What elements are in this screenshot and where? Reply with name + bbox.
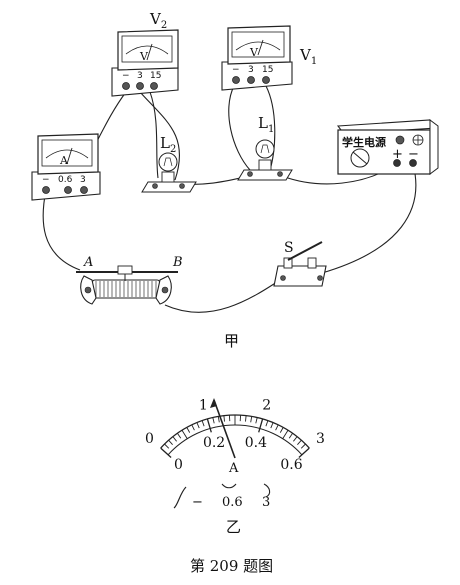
v1-face-symbol: V [249, 46, 259, 59]
dial-tick [181, 429, 188, 439]
dial-upper-scale-label: 2 [262, 398, 271, 414]
ammeter-terminal-0.6: 0.6 [58, 175, 73, 185]
dial-lower-scale-label: 0.6 [280, 457, 302, 473]
dial-tick [177, 433, 182, 439]
v2-terminal-15: 15 [150, 71, 161, 81]
dial-tick [288, 433, 293, 439]
dial-tick [265, 420, 269, 427]
dial-lower-scale-label: 0 [174, 457, 183, 473]
dial-tick [206, 418, 212, 433]
dial-lower-labels: 0 0.2 0.4 0.6 [174, 435, 303, 473]
wire-v1-15-to-l1 [265, 85, 276, 171]
power-supply-minus: − [408, 147, 419, 162]
dial-inner-arc [167, 424, 303, 456]
ammeter-terminals [42, 186, 88, 194]
dial-unit: A [228, 461, 239, 476]
v2-terminal-3: 3 [137, 71, 143, 81]
rheostat: A B [76, 255, 183, 305]
power-supply-title: 学生电源 [342, 135, 386, 149]
wire-supply-minus-to-switch [321, 163, 417, 274]
dial-tick [201, 420, 205, 427]
meter-dial: 0 1 2 3 0 0.2 0.4 0.6 A − 0.6 3 [145, 398, 325, 511]
dial-terminal-0.6: 0.6 [222, 495, 243, 510]
wire-v1-minus-to-l1 [228, 85, 251, 171]
ammeter-terminal-minus: − [42, 175, 50, 185]
power-supply: 学生电源 + − [336, 119, 439, 175]
caption-yi: 乙 [226, 518, 241, 536]
dial-upper-labels: 0 1 2 3 [145, 398, 325, 448]
dial-terminal-mid-hook [221, 483, 237, 489]
dial-lower-scale-label: 0.4 [245, 435, 267, 451]
v2-terminals [122, 82, 158, 90]
dial-tick [196, 422, 200, 429]
dial-tick [164, 443, 170, 449]
dial-tick [212, 417, 215, 424]
l1-label: L1 [258, 114, 274, 135]
ammeter-face-symbol: A [59, 154, 69, 167]
v2-terminal-minus: − [122, 71, 130, 81]
dial-tick [297, 439, 302, 445]
switch-label: S [284, 240, 294, 256]
l2-label: L2 [160, 134, 176, 155]
dial-tick [245, 415, 247, 422]
dial-tick [270, 422, 274, 429]
rheostat-end-b: B [172, 255, 183, 270]
wires [42, 85, 417, 313]
lamp-l1: L1 [237, 114, 293, 181]
dial-tick [258, 418, 264, 433]
ammeter-terminal-3: 3 [80, 175, 86, 185]
voltmeter-v1: V1 V − 3 15 [221, 25, 317, 91]
dial-tick [250, 416, 253, 423]
v1-terminal-15: 15 [262, 65, 273, 75]
dial-tick [217, 416, 220, 423]
dial-tick [191, 424, 195, 431]
dial-upper-scale-label: 1 [199, 398, 208, 414]
switch: S [273, 240, 327, 287]
lamp-l2: L2 [141, 134, 197, 193]
dial-upper-scale-label: 3 [316, 431, 325, 447]
power-supply-plus: + [392, 147, 403, 162]
dial-needle-tip [210, 398, 217, 408]
v2-face-symbol: V [139, 50, 149, 63]
dial-terminal-right-hook [263, 483, 271, 498]
dial-terminal-left-hook [173, 486, 187, 509]
dial-tick [255, 417, 258, 424]
voltmeter-v2: V2 V − 3 15 [111, 10, 179, 97]
dial-tick [172, 436, 177, 442]
rheostat-coil [95, 281, 157, 297]
v1-terminal-minus: − [232, 65, 240, 75]
ammeter: A − 0.6 3 [31, 133, 101, 201]
wire-switch-to-rheostat [164, 277, 284, 313]
dial-upper-scale-label: 0 [145, 431, 154, 447]
dial-tick [160, 447, 172, 458]
dial-tick [223, 415, 225, 422]
dial-tick [300, 443, 306, 449]
v1-terminals [232, 76, 270, 84]
v1-label: V1 [299, 46, 317, 67]
dial-tick [279, 427, 284, 433]
dial-tick [282, 429, 289, 439]
dial-lower-scale-label: 0.2 [203, 435, 225, 451]
wire-ammeter-to-rheostat-a [42, 189, 81, 271]
dial-tick [293, 436, 298, 442]
caption-jia: 甲 [224, 332, 239, 350]
dial-terminal-minus: − [192, 495, 203, 510]
dial-ticks [160, 415, 310, 458]
v2-label: V2 [149, 10, 167, 31]
dial-tick [186, 427, 191, 433]
dial-tick [168, 439, 173, 445]
dial-tick [298, 447, 310, 458]
wire-v2-3-to-l1 [139, 91, 181, 181]
v1-terminal-3: 3 [248, 65, 254, 75]
dial-tick [275, 424, 279, 431]
wire-v2-15-to-l2 [149, 91, 159, 179]
dial-needle [213, 399, 236, 459]
figure-title: 第 209 题图 [190, 557, 273, 575]
dial-terminal-3: 3 [262, 495, 270, 510]
rheostat-end-a: A [83, 255, 93, 270]
